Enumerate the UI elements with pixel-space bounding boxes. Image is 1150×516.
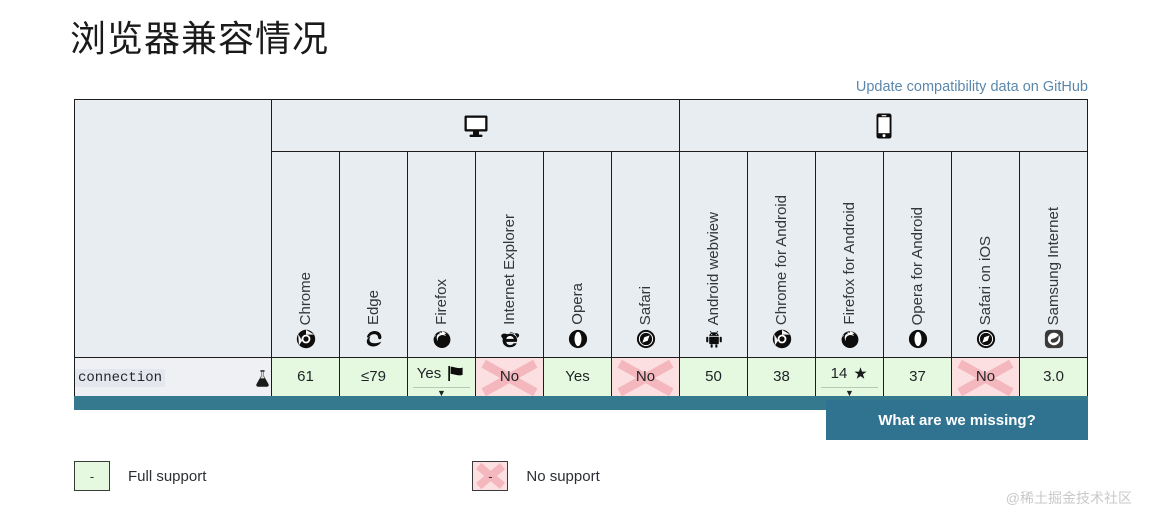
support-value: 50 — [705, 368, 722, 385]
support-value: 37 — [909, 368, 926, 385]
opera-icon — [908, 329, 928, 349]
browser-header-firefox[interactable]: Firefox — [407, 151, 476, 358]
android-icon — [704, 329, 724, 349]
feature-column-header — [74, 151, 272, 358]
support-cell-safari-on-ios[interactable]: No — [951, 357, 1020, 399]
browser-header-safari[interactable]: Safari — [611, 151, 680, 358]
browser-name-label: Samsung Internet — [1045, 206, 1063, 325]
support-value: Yes — [565, 368, 590, 385]
legend-item-none: - No support — [472, 461, 600, 491]
desktop-monitor-icon — [463, 115, 489, 137]
opera-icon — [568, 329, 588, 349]
legend-swatch-mark: - — [89, 468, 95, 484]
experimental-flask-icon[interactable] — [254, 369, 271, 388]
browser-name-label: Edge — [365, 289, 382, 325]
browser-name-label: Safari — [637, 285, 654, 325]
legend-label: No support — [526, 467, 600, 485]
legend-label: Full support — [128, 467, 207, 485]
support-value: 61 — [297, 368, 314, 385]
support-cell-chrome-for-android[interactable]: 38 — [747, 357, 816, 399]
support-value: No — [499, 368, 520, 385]
internet-explorer-icon — [500, 329, 520, 349]
group-header-desktop — [271, 99, 680, 152]
support-value: 14 — [830, 365, 848, 382]
what-are-we-missing-button[interactable]: What are we missing? — [826, 400, 1088, 440]
support-value: 3.0 — [1043, 368, 1064, 385]
support-value: No — [975, 368, 996, 385]
feature-column-corner — [74, 99, 272, 152]
chrome-icon — [772, 329, 792, 349]
star-icon — [853, 366, 868, 381]
browser-header-internet-explorer[interactable]: Internet Explorer — [475, 151, 544, 358]
support-cell-samsung-internet[interactable]: 3.0 — [1018, 357, 1089, 399]
table-row: connection 61 ≤79 Yes ▼ No Yes No 50 38 14 ▼ 37 No 3.… — [74, 357, 1089, 399]
support-cell-opera-for-android[interactable]: 37 — [883, 357, 952, 399]
browser-header-safari-on-ios[interactable]: Safari on iOS — [951, 151, 1020, 358]
browser-name-label: Internet Explorer — [501, 214, 518, 325]
safari-icon — [636, 329, 656, 349]
support-value: Yes — [416, 365, 442, 382]
support-cell-android-webview[interactable]: 50 — [679, 357, 748, 399]
browser-header-android-webview[interactable]: Android webview — [679, 151, 748, 358]
support-cell-safari[interactable]: No — [611, 357, 680, 399]
safari-icon — [976, 329, 996, 349]
device-group-header-row — [74, 99, 1089, 152]
browser-header-chrome-for-android[interactable]: Chrome for Android — [747, 151, 816, 358]
legend-swatch-mark: - — [488, 468, 493, 484]
firefox-icon — [840, 329, 860, 349]
chrome-icon — [296, 329, 316, 349]
firefox-icon — [432, 329, 452, 349]
chevron-down-icon[interactable]: ▼ — [845, 388, 854, 398]
support-cell-edge[interactable]: ≤79 — [339, 357, 408, 399]
page-title: 浏览器兼容情况 — [70, 19, 330, 59]
browser-name-label: Firefox — [433, 279, 450, 325]
browser-name-label: Chrome for Android — [773, 194, 790, 325]
watermark: @稀土掘金技术社区 — [1005, 490, 1132, 506]
support-cell-opera[interactable]: Yes — [543, 357, 612, 399]
browser-name-label: Opera — [569, 283, 586, 325]
browser-name-label: Android webview — [705, 211, 722, 325]
legend-item-full: - Full support — [74, 461, 206, 491]
support-cell-firefox-for-android[interactable]: 14 ▼ — [815, 357, 884, 399]
browser-header-edge[interactable]: Edge — [339, 151, 408, 358]
update-compat-data-link[interactable]: Update compatibility data on GitHub — [855, 79, 1088, 95]
support-value: No — [635, 368, 656, 385]
legend-swatch-full: - — [74, 461, 110, 491]
browser-header-firefox-for-android[interactable]: Firefox for Android — [815, 151, 884, 358]
browser-name-label: Safari on iOS — [977, 235, 994, 325]
browser-header-samsung-internet[interactable]: Samsung Internet — [1018, 151, 1089, 358]
support-cell-chrome[interactable]: 61 — [271, 357, 340, 399]
support-value: 38 — [773, 368, 790, 385]
flag-icon — [447, 365, 466, 382]
group-header-mobile — [678, 99, 1089, 152]
browser-name-label: Chrome — [297, 271, 314, 325]
browser-header-opera-for-android[interactable]: Opera for Android — [883, 151, 952, 358]
feature-name[interactable]: connection — [75, 369, 166, 387]
legend: - Full support - No support — [74, 461, 600, 491]
edge-icon — [364, 329, 384, 349]
browser-header-chrome[interactable]: Chrome — [271, 151, 340, 358]
samsung-internet-icon — [1044, 329, 1064, 349]
support-cell-internet-explorer[interactable]: No — [475, 357, 544, 399]
support-cell-firefox[interactable]: Yes ▼ — [407, 357, 476, 399]
legend-swatch-none: - — [472, 461, 509, 491]
browser-header-opera[interactable]: Opera — [543, 151, 612, 358]
support-value: ≤79 — [361, 368, 386, 385]
browser-name-label: Firefox for Android — [841, 202, 858, 325]
chevron-down-icon[interactable]: ▼ — [437, 388, 446, 398]
feature-cell: connection — [74, 357, 272, 399]
mobile-phone-icon — [876, 113, 892, 138]
browser-name-label: Opera for Android — [909, 206, 926, 325]
